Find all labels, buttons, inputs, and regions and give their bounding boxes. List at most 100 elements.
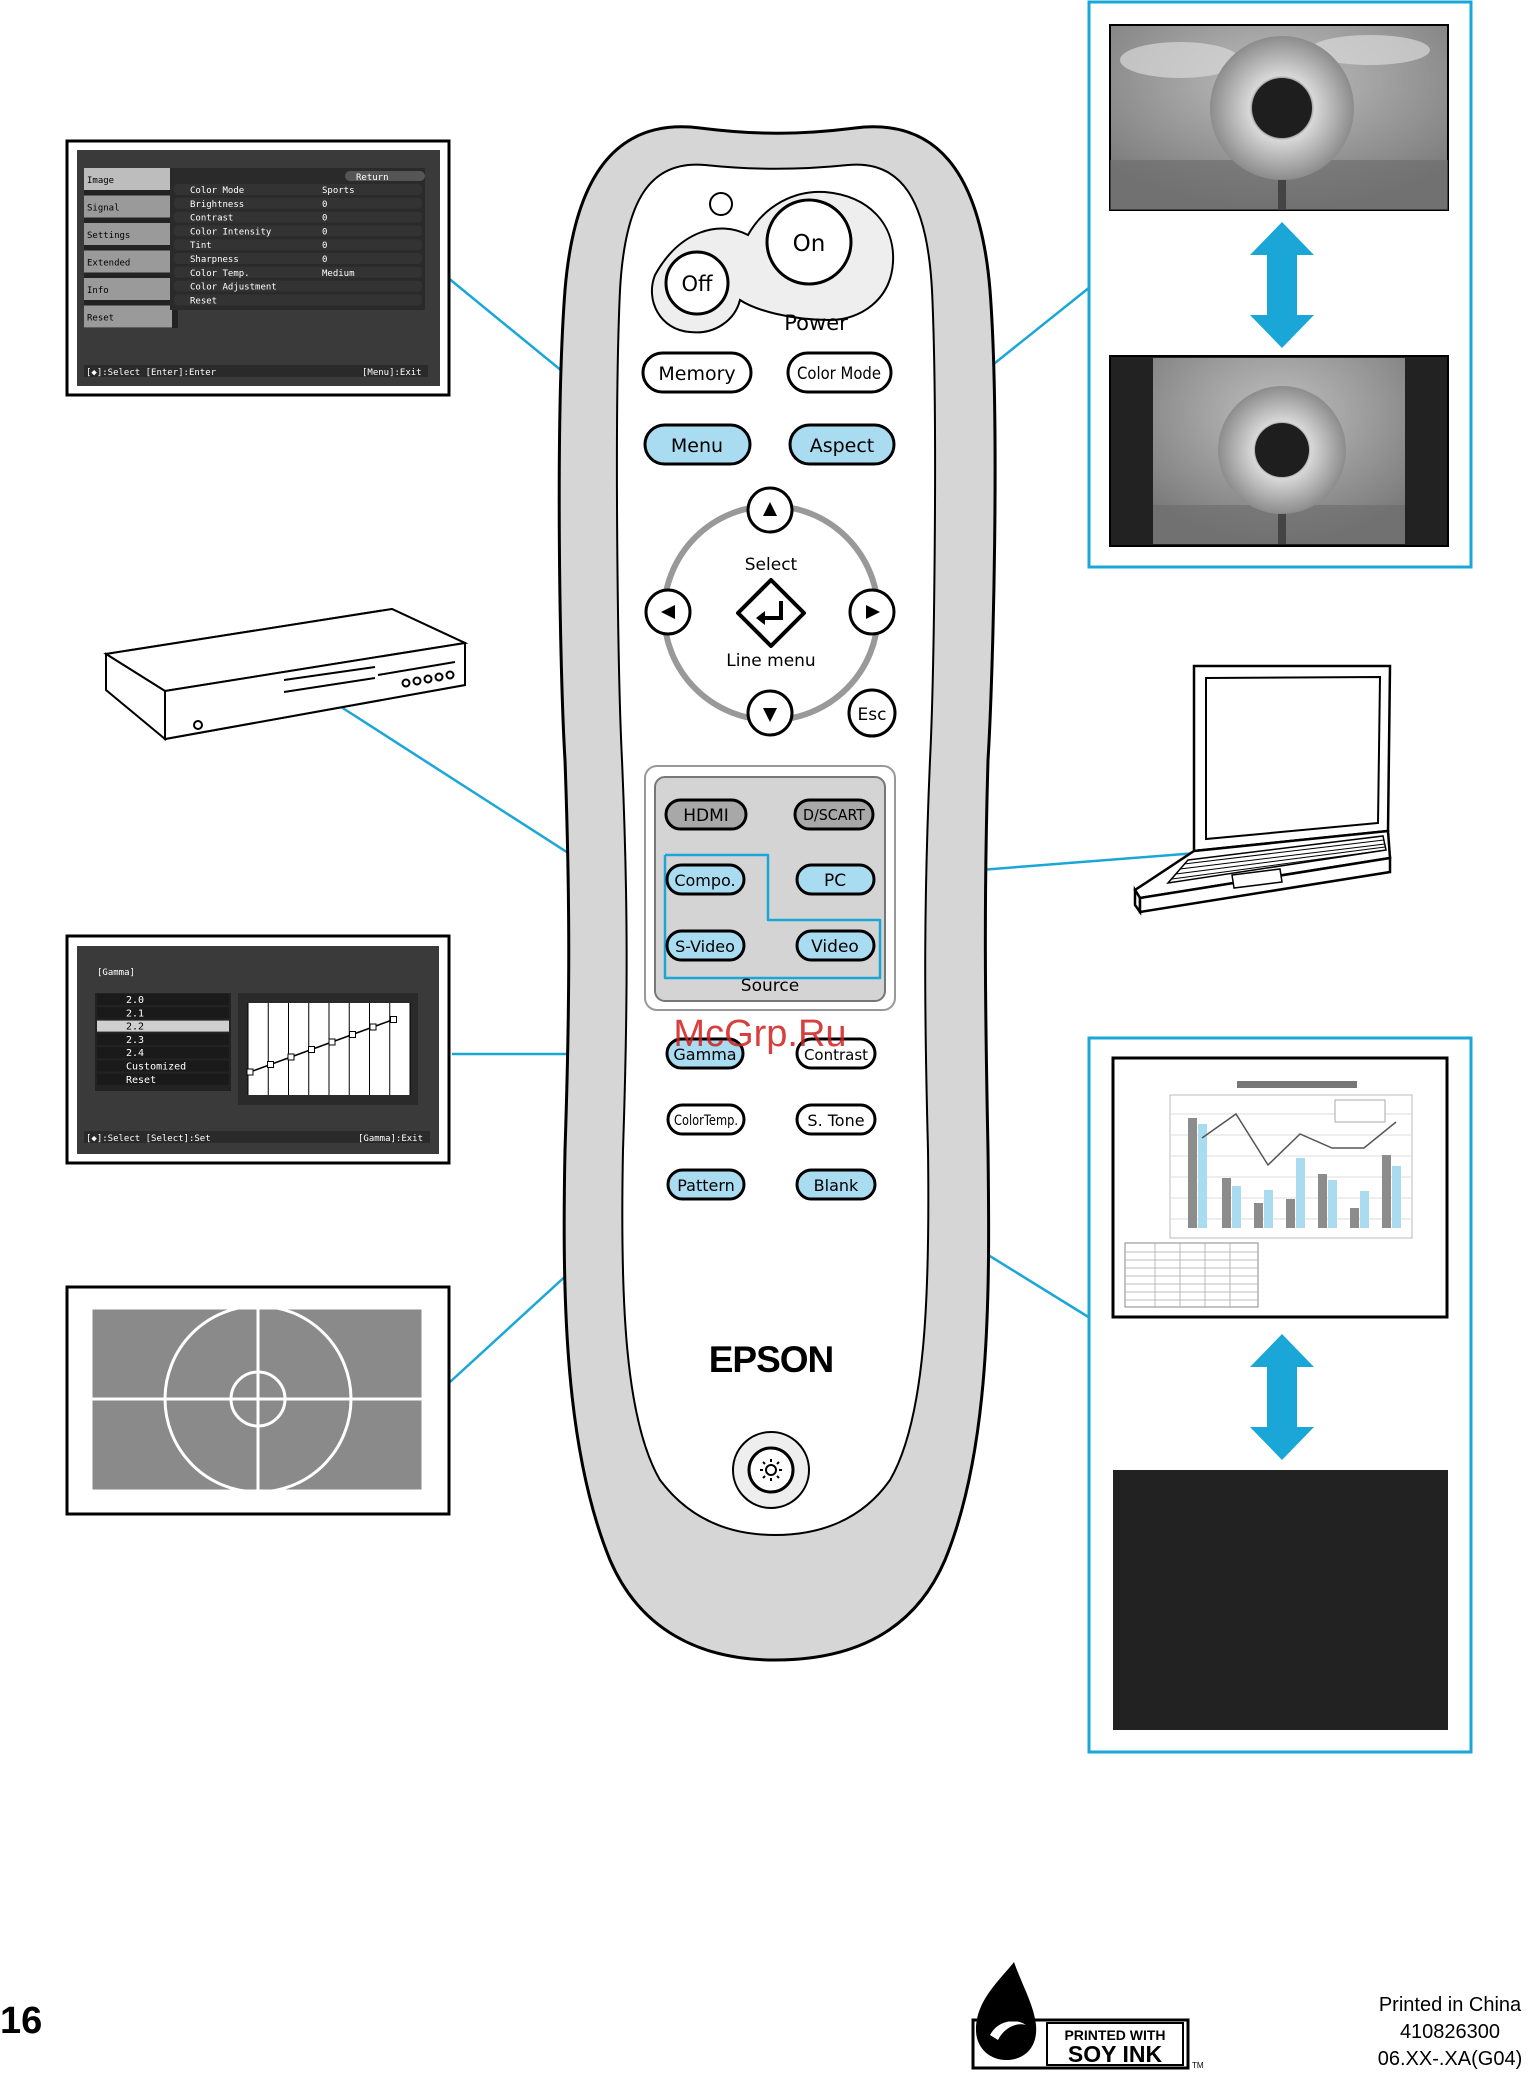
- gamma-option[interactable]: 2.0: [97, 994, 229, 1006]
- svg-text:0: 0: [322, 255, 327, 265]
- svg-text:Reset: Reset: [87, 314, 114, 324]
- up-arrow-button[interactable]: [746, 486, 794, 534]
- svg-text:Video: Video: [811, 937, 859, 957]
- menu-tab-reset[interactable]: Reset: [84, 305, 172, 328]
- svg-text:Customized: Customized: [126, 1062, 186, 1073]
- svg-text:0: 0: [322, 241, 327, 251]
- menu-tab-extended[interactable]: Extended: [84, 250, 172, 273]
- menu-row[interactable]: Color Temp. Medium: [174, 266, 422, 279]
- svg-text:On: On: [793, 231, 826, 257]
- s-video-button[interactable]: S-Video: [665, 929, 746, 962]
- svg-text:Signal: Signal: [87, 204, 120, 214]
- menu-row[interactable]: Color Mode Sports: [174, 184, 422, 196]
- s-tone-button[interactable]: S. Tone: [795, 1103, 877, 1136]
- svg-text:2.3: 2.3: [126, 1035, 144, 1046]
- laptop-illustration: [1133, 664, 1392, 916]
- svg-text:Sharpness: Sharpness: [190, 255, 239, 265]
- off-button[interactable]: Off: [664, 250, 730, 316]
- svg-text:Color Temp.: Color Temp.: [190, 269, 250, 279]
- svg-text:PC: PC: [824, 871, 846, 891]
- power-indicator-light: [709, 192, 733, 216]
- soy-ink-drop-icon: [976, 1962, 1037, 2060]
- menu-button[interactable]: Menu: [643, 423, 752, 466]
- gamma-option[interactable]: Reset: [97, 1073, 229, 1086]
- epson-logo: EPSON: [709, 1339, 834, 1380]
- blank-button[interactable]: Blank: [795, 1168, 877, 1201]
- menu-row[interactable]: Color Adjustment: [174, 280, 422, 293]
- svg-text:Color Intensity: Color Intensity: [190, 227, 272, 237]
- video-button[interactable]: Video: [795, 929, 876, 962]
- aspect-button[interactable]: Aspect: [788, 423, 896, 466]
- part-code: 410826300: [1400, 2021, 1500, 2043]
- gamma-option[interactable]: 2.1: [97, 1007, 229, 1019]
- svg-text:Extended: Extended: [87, 259, 130, 269]
- soy-ink-tm: TM: [1192, 2061, 1204, 2070]
- pc-button[interactable]: PC: [795, 863, 876, 896]
- colortemp-button[interactable]: ColorTemp.: [666, 1103, 746, 1136]
- compo-button[interactable]: Compo.: [665, 863, 746, 896]
- svg-text:Reset: Reset: [190, 296, 217, 306]
- right-arrow-button[interactable]: [848, 588, 896, 636]
- gamma-option[interactable]: 2.3: [97, 1033, 229, 1046]
- memory-button[interactable]: Memory: [641, 351, 753, 394]
- svg-text:Info: Info: [87, 286, 109, 296]
- gamma-curve-point: [390, 1016, 397, 1023]
- left-arrow-button[interactable]: [644, 588, 692, 636]
- svg-text:Medium: Medium: [322, 269, 355, 279]
- svg-text:Sports: Sports: [322, 186, 355, 196]
- svg-text:2.1: 2.1: [126, 1008, 144, 1019]
- menu-tab-info[interactable]: Info: [84, 278, 172, 300]
- svg-text:2.4: 2.4: [126, 1048, 144, 1059]
- svg-text:S. Tone: S. Tone: [807, 1111, 864, 1130]
- svg-text:S-Video: S-Video: [675, 937, 735, 956]
- gamma-curve-point: [267, 1061, 274, 1068]
- menu-footer-left: [◆]:Select [Enter]:Enter: [86, 368, 217, 378]
- enter-button[interactable]: [736, 578, 806, 648]
- blank-panel: [1087, 1036, 1473, 1754]
- svg-text:Tint: Tint: [190, 241, 212, 251]
- gamma-curve-point: [328, 1038, 336, 1046]
- svg-text:2.0: 2.0: [126, 995, 144, 1006]
- gamma-curve-point: [369, 1023, 377, 1031]
- contrast-button[interactable]: Contrast: [795, 1037, 877, 1070]
- menu-return-label: Return: [356, 173, 389, 183]
- dscart-button[interactable]: D/SCART: [793, 798, 875, 831]
- menu-row[interactable]: Reset: [174, 294, 422, 306]
- gamma-button[interactable]: Gamma: [665, 1037, 745, 1070]
- illumination-button[interactable]: [732, 1431, 810, 1509]
- menu-tab-image[interactable]: Image: [84, 168, 172, 190]
- power-label: Power: [784, 311, 848, 335]
- remote-control: On Off Power Memory Color Mode Menu Aspe…: [557, 125, 997, 1662]
- svg-text:Reset: Reset: [126, 1075, 156, 1086]
- menu-tab-settings[interactable]: Settings: [84, 223, 172, 245]
- svg-text:Image: Image: [87, 176, 114, 186]
- light-icon: [760, 1459, 782, 1481]
- color-mode-button[interactable]: Color Mode: [786, 351, 893, 394]
- watermark: McGrp.Ru: [673, 1013, 846, 1055]
- menu-row[interactable]: Sharpness 0: [174, 253, 422, 265]
- gamma-option[interactable]: 2.4: [97, 1047, 229, 1059]
- hdmi-button[interactable]: HDMI: [664, 798, 748, 831]
- svg-text:Color Mode: Color Mode: [190, 186, 244, 196]
- svg-text:Esc: Esc: [858, 705, 887, 725]
- blank-black-screen: [1113, 1470, 1448, 1730]
- menu-tab-signal[interactable]: Signal: [84, 195, 172, 218]
- gamma-curve-point: [308, 1046, 315, 1053]
- menu-row[interactable]: Tint 0: [174, 239, 422, 251]
- gamma-option[interactable]: 2.2: [97, 1020, 229, 1033]
- svg-text:2.2: 2.2: [126, 1022, 144, 1033]
- gamma-option[interactable]: Customized: [97, 1060, 229, 1073]
- aspect-panel: [1087, 0, 1473, 569]
- down-arrow-button[interactable]: [746, 689, 794, 737]
- esc-button[interactable]: Esc: [847, 688, 897, 738]
- sunflower-image-wide: [1110, 35, 1448, 210]
- gamma-footer-left: [◆]:Select [Select]:Set: [86, 1134, 211, 1144]
- dvd-player-illustration: [103, 607, 469, 742]
- on-button[interactable]: On: [765, 198, 853, 286]
- enter-icon: [762, 601, 783, 620]
- pattern-button[interactable]: Pattern: [666, 1168, 746, 1201]
